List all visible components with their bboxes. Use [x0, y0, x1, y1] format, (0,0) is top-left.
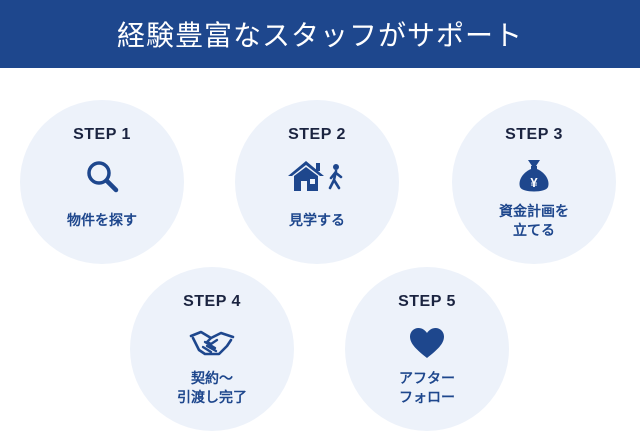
step-label: STEP 4 [183, 293, 241, 310]
step-5-circle: STEP 5 アフター フォロー [345, 267, 509, 431]
step-4-circle: STEP 4 契約〜 引渡し完了 [130, 267, 294, 431]
header-banner: 経験豊富なスタッフがサポート [0, 0, 640, 68]
step-text: 見学する [289, 213, 345, 229]
step-text: 資金計画を 立てる [499, 204, 569, 239]
step-3-circle: STEP 3 ¥ 資金計画を 立てる [452, 100, 616, 264]
page-title: 経験豊富なスタッフがサポート [116, 19, 523, 52]
step-text: 契約〜 引渡し完了 [177, 371, 247, 406]
step-text: アフター フォロー [399, 371, 455, 406]
heart-icon [345, 323, 509, 363]
handshake-icon [130, 323, 294, 363]
step-label: STEP 3 [505, 126, 563, 143]
money-bag-yen-icon: ¥ [452, 156, 616, 196]
search-icon [20, 156, 184, 196]
svg-text:¥: ¥ [530, 175, 538, 190]
step-text: 物件を探す [67, 213, 137, 229]
step-label: STEP 1 [73, 126, 131, 143]
step-2-circle: STEP 2 見学する [235, 100, 399, 264]
step-1-circle: STEP 1 物件を探す [20, 100, 184, 264]
house-walking-icon [235, 156, 399, 196]
step-label: STEP 5 [398, 293, 456, 310]
step-label: STEP 2 [288, 126, 346, 143]
